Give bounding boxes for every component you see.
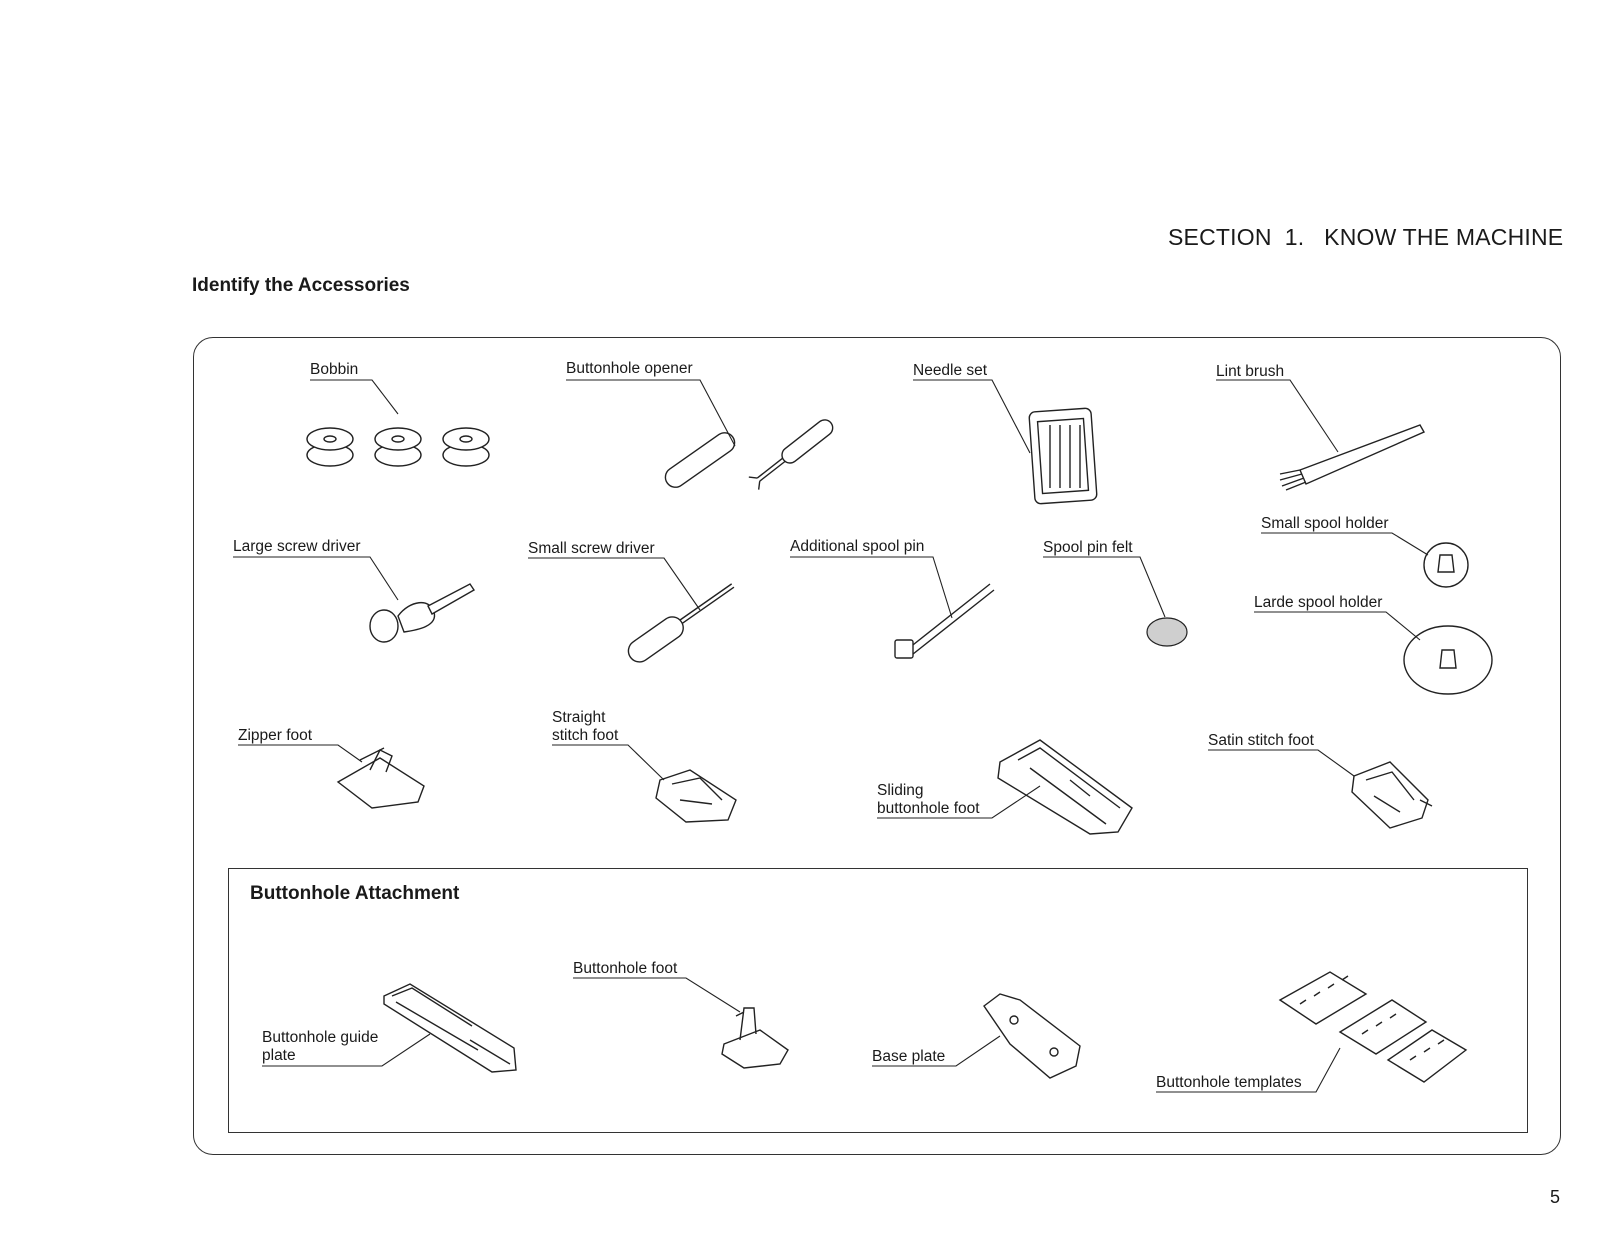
zipper-foot-icon <box>238 744 425 809</box>
label-large-spool-holder: Larde spool holder <box>1254 594 1383 611</box>
needle-set-icon <box>913 379 1098 505</box>
label-spool-pin-felt: Spool pin felt <box>1043 539 1133 556</box>
straight-stitch-foot-icon <box>552 744 737 823</box>
label-buttonhole-guide-plate-2: plate <box>262 1047 296 1064</box>
small-spool-holder-icon <box>1261 532 1469 588</box>
label-straight-stitch-foot-1: Straight <box>552 709 606 726</box>
section-title: SECTION 1. KNOW THE MACHINE <box>1168 224 1564 250</box>
label-buttonhole-foot: Buttonhole foot <box>573 960 678 977</box>
label-bobbin: Bobbin <box>310 361 359 378</box>
lint-brush-icon <box>1216 379 1425 491</box>
label-lint-brush: Lint brush <box>1216 363 1285 380</box>
label-satin-stitch-foot: Satin stitch foot <box>1208 732 1314 749</box>
spool-pin-felt-icon <box>1043 556 1188 647</box>
label-buttonhole-guide-plate-1: Buttonhole guide <box>262 1029 379 1046</box>
buttonhole-opener-icon <box>566 379 834 490</box>
additional-spool-pin-icon <box>790 556 995 659</box>
label-sliding-buttonhole-foot-2: buttonhole foot <box>877 800 980 817</box>
base-plate-icon <box>872 993 1081 1079</box>
attachment-title: Buttonhole Attachment <box>250 883 460 904</box>
large-screw-driver-icon <box>233 556 475 643</box>
label-straight-stitch-foot-2: stitch foot <box>552 727 619 744</box>
buttonhole-attachment-frame <box>228 868 1528 1133</box>
label-sliding-buttonhole-foot-1: Sliding <box>877 782 924 799</box>
label-large-screw-driver: Large screw driver <box>233 538 361 555</box>
page-number: 5 <box>1550 1187 1561 1207</box>
buttonhole-foot-icon <box>573 977 789 1069</box>
label-buttonhole-opener: Buttonhole opener <box>566 360 693 377</box>
bobbin-icon <box>306 379 490 467</box>
label-small-screw-driver: Small screw driver <box>528 540 655 557</box>
label-small-spool-holder: Small spool holder <box>1261 515 1389 532</box>
label-needle-set: Needle set <box>913 362 988 379</box>
sliding-buttonhole-foot-icon <box>877 739 1133 835</box>
page-heading: Identify the Accessories <box>192 275 410 296</box>
label-buttonhole-templates: Buttonhole templates <box>1156 1074 1302 1091</box>
label-base-plate: Base plate <box>872 1048 946 1065</box>
buttonhole-guide-plate-icon <box>262 983 517 1073</box>
accessories-frame <box>193 337 1561 1155</box>
satin-stitch-foot-icon <box>1208 749 1433 829</box>
large-spool-holder-icon <box>1254 611 1493 695</box>
label-zipper-foot: Zipper foot <box>238 727 313 744</box>
buttonhole-templates-icon <box>1156 971 1468 1093</box>
label-additional-spool-pin: Additional spool pin <box>790 538 925 555</box>
small-screw-driver-icon <box>528 557 735 663</box>
